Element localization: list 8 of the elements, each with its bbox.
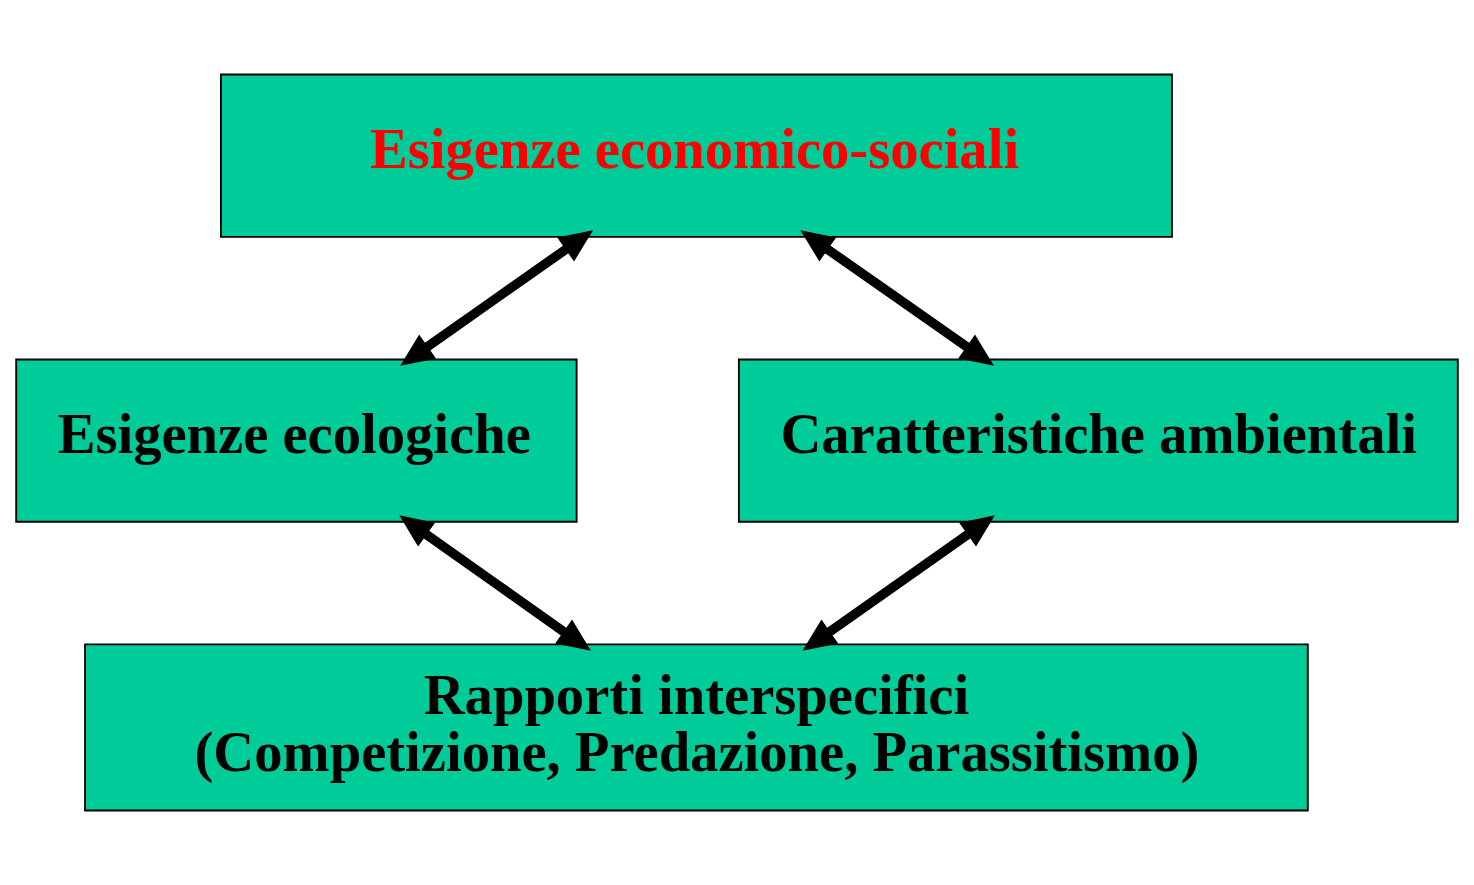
node-box: Rapporti interspecifici (Competizione, Predazione, Parassitismo) xyxy=(84,643,1309,812)
node-box: Esigenze ecologiche xyxy=(15,358,578,523)
arrow xyxy=(802,515,995,651)
node-box: Esigenze economico-sociali xyxy=(219,73,1173,238)
arrow xyxy=(800,230,995,366)
node-box: Caratteristiche ambientali xyxy=(737,358,1459,523)
arrow xyxy=(400,230,593,366)
arrow xyxy=(399,515,591,651)
